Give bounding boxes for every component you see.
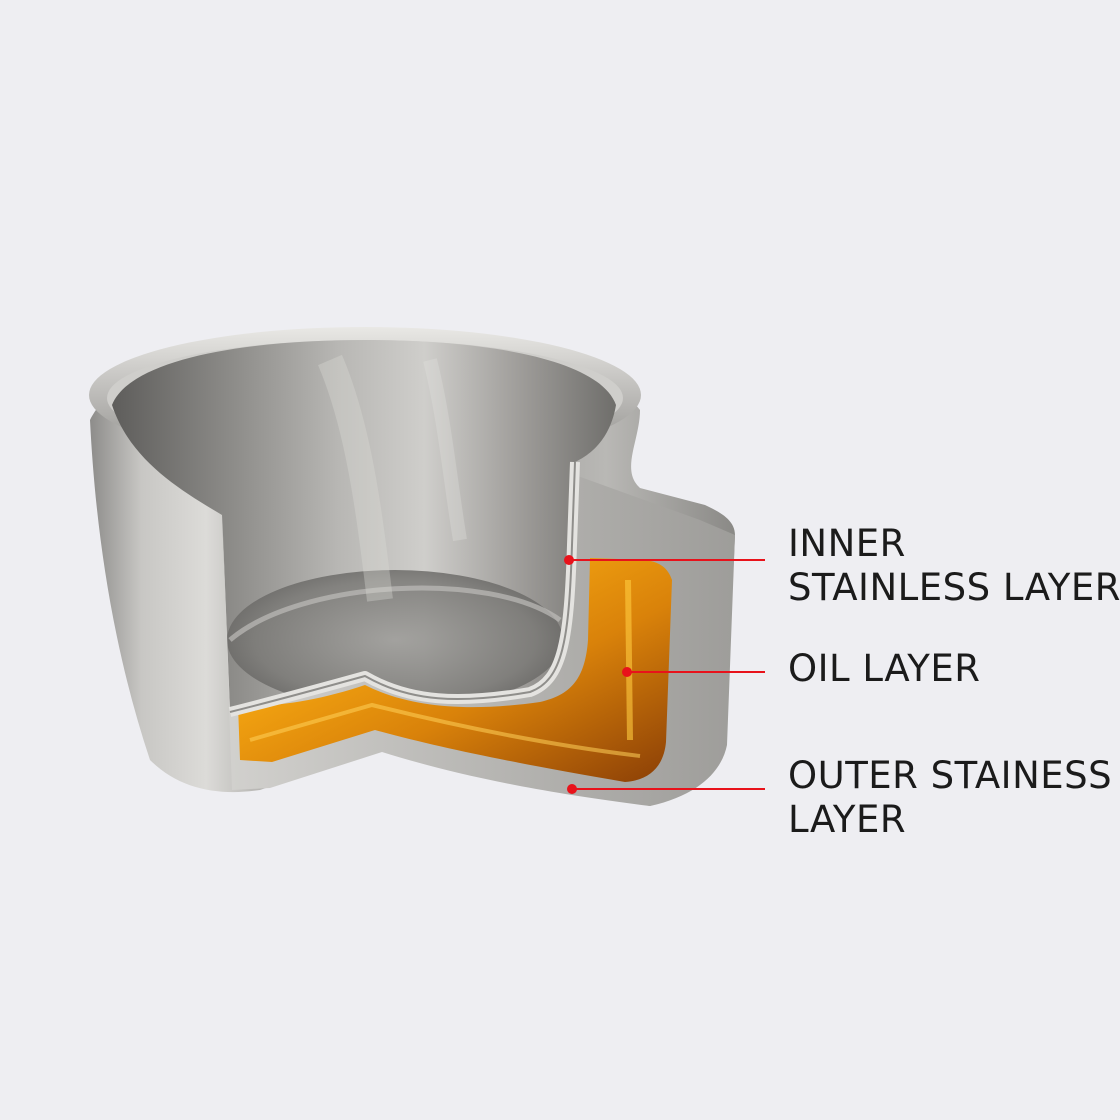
label-outer-line2: LAYER [788, 798, 907, 841]
oil-layer-section [238, 558, 672, 782]
label-oil-layer: OIL LAYER [788, 647, 981, 691]
label-oil-line1: OIL LAYER [788, 647, 981, 690]
pot-inner-floor [227, 570, 563, 710]
label-outer-line1: OUTER STAINESS [788, 754, 1113, 797]
label-inner-stainless-layer: INNER STAINLESS LAYER [788, 522, 1120, 610]
pointer-inner [564, 555, 765, 565]
pointer-outer [567, 784, 765, 794]
label-inner-line2: STAINLESS LAYER [788, 566, 1120, 609]
label-inner-line1: INNER [788, 522, 906, 565]
pointer-oil [622, 667, 765, 677]
label-outer-stainess-layer: OUTER STAINESS LAYER [788, 754, 1112, 842]
